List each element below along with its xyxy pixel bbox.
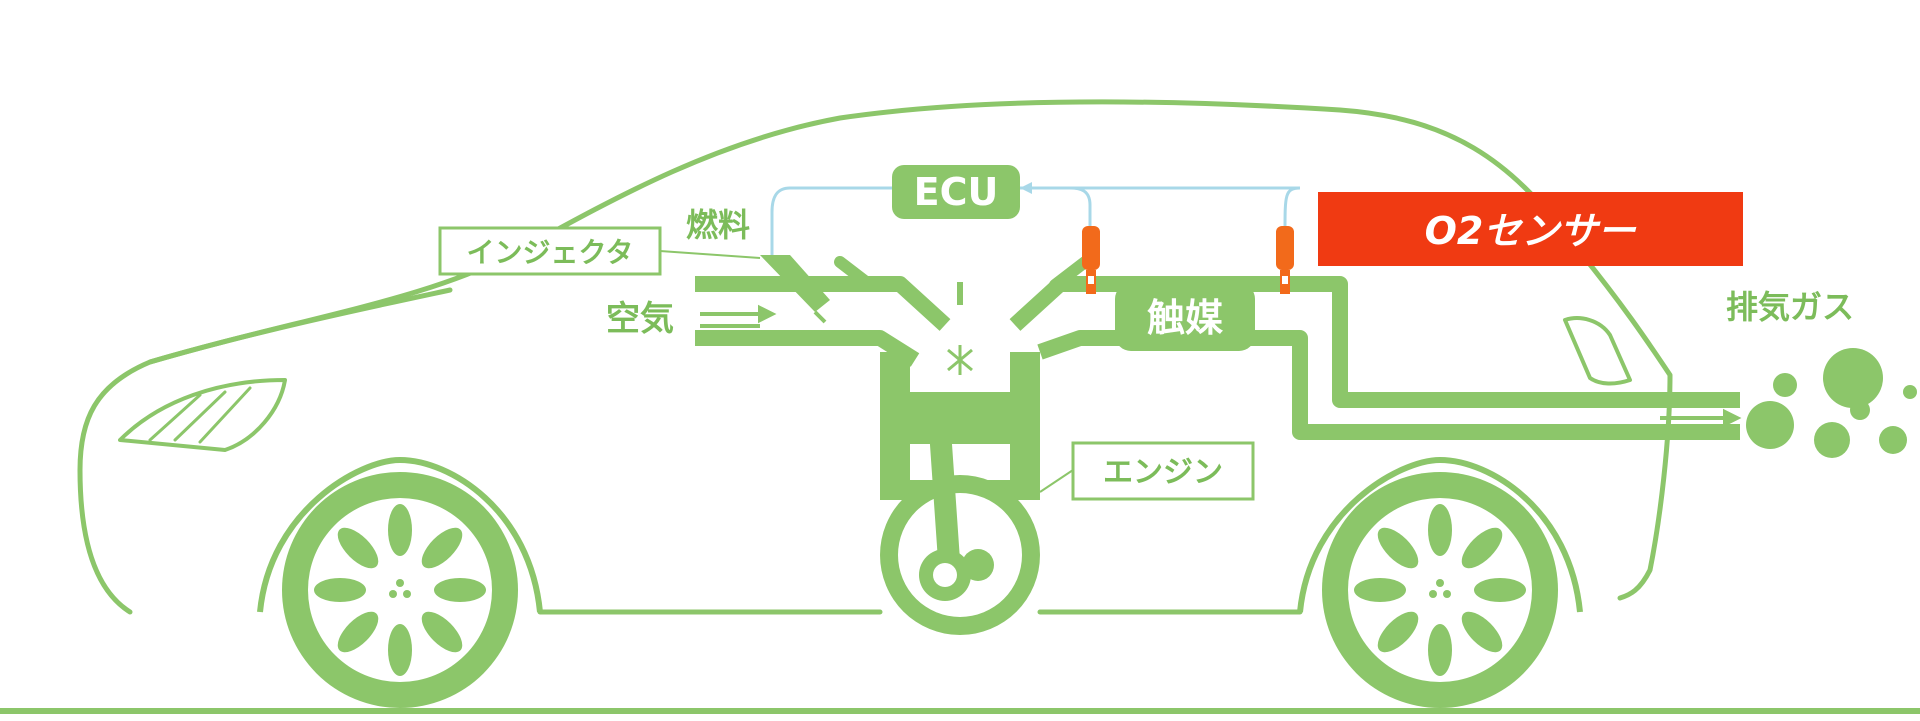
o2-sensor-label: O2センサー [1425, 209, 1637, 253]
catalyst-label: 触媒 [1147, 296, 1223, 340]
air-arrows [700, 304, 777, 328]
engine-label: エンジン [1103, 455, 1223, 490]
exhaust-puffs [1746, 348, 1917, 458]
rear-wheel [1322, 472, 1558, 708]
engine-leader [1039, 469, 1074, 493]
ecu-box [892, 165, 1020, 219]
o2-sensor-downstream [1276, 226, 1294, 294]
ecu-signal-lines [770, 186, 1301, 255]
manifold-fingers [834, 256, 1091, 291]
fuel-label: 燃料 [686, 206, 750, 244]
wheel-arches [257, 456, 1583, 613]
exhaust-label: 排気ガス [1726, 288, 1854, 326]
engine [880, 282, 1040, 635]
ecu-label: ECU [914, 170, 999, 214]
exhaust-pipe [1009, 276, 1740, 440]
ecu-arrowhead [1020, 182, 1032, 194]
car-body [77, 99, 1673, 615]
injector-nozzle [760, 255, 830, 324]
o2-sensor-upstream [1082, 226, 1100, 294]
engine-label-box [1071, 441, 1255, 501]
injector-leader [659, 250, 761, 259]
o2-label-box [1318, 192, 1743, 266]
catalyst-box [1115, 283, 1255, 351]
air-label: 空気 [606, 299, 674, 339]
exhaust-arrows [1660, 408, 1742, 430]
injector-label: インジェクタ [467, 236, 634, 269]
front-wheel [282, 472, 518, 708]
